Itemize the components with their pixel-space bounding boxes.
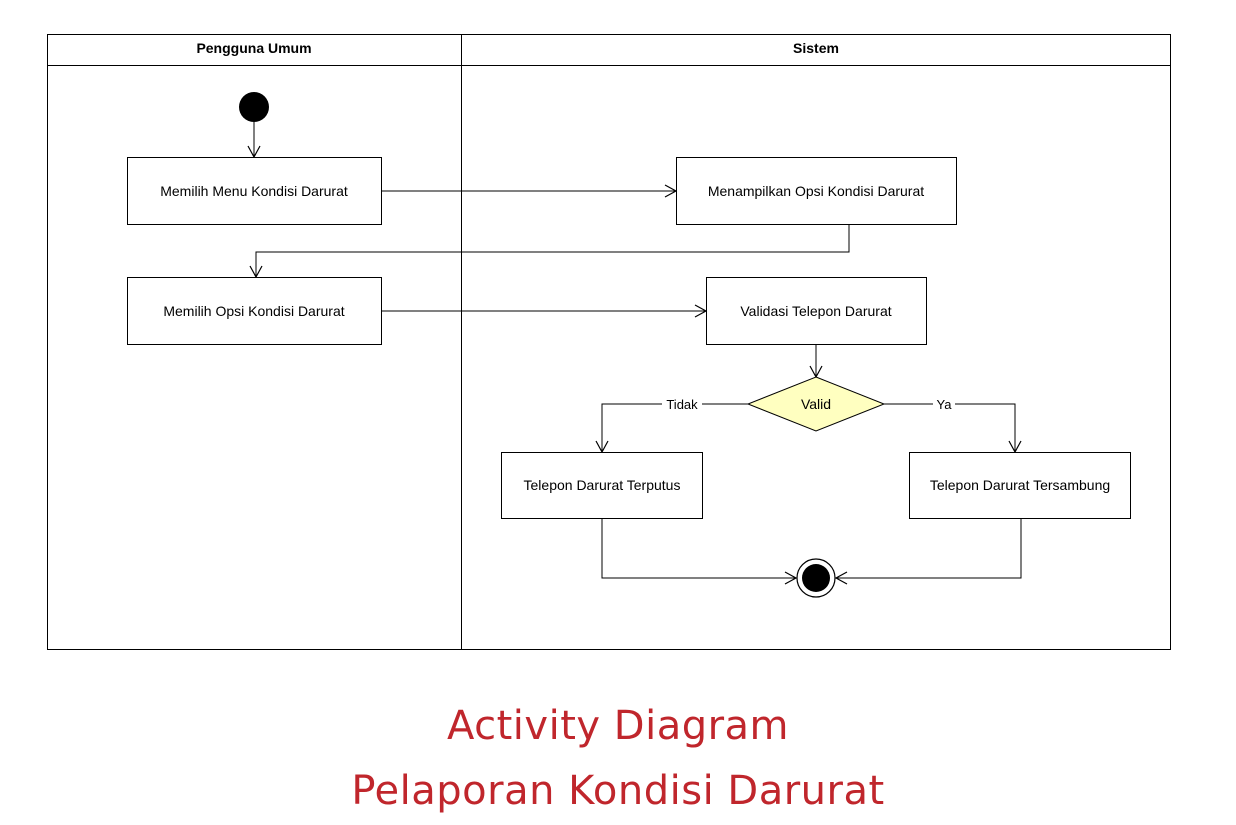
caption-subtitle: Pelaporan Kondisi Darurat [351,768,885,814]
action-terputus-label: Telepon Darurat Terputus [524,477,681,493]
initial-node [239,92,269,122]
action-menampilkan-opsi [676,157,957,225]
lane-title-sistem: Sistem [793,40,839,56]
decision-label: Valid [801,396,831,412]
edge-ya [884,403,1022,454]
edge-opsi-to-pilih [249,224,850,279]
edge-tersambung-to-end [834,518,1022,585]
action-terputus [501,452,703,519]
edge-ya-label: Ya [937,397,953,412]
action-validasi-label: Validasi Telepon Darurat [740,303,891,319]
decision-node [746,376,886,432]
edge-tidak-label-bg [662,397,702,412]
action-memilih-opsi-label: Memilih Opsi Kondisi Darurat [163,303,344,319]
action-validasi [706,277,927,345]
activity-diagram: Pengguna Umum Sistem Memilih Menu Kondis… [47,34,1171,650]
action-memilih-opsi [127,277,382,345]
action-tersambung [909,452,1131,519]
edge-terputus-to-end [601,518,798,585]
caption-title: Activity Diagram [446,703,790,749]
action-memilih-menu-label: Memilih Menu Kondisi Darurat [160,183,348,199]
action-tersambung-label: Telepon Darurat Tersambung [930,477,1110,493]
final-node [796,558,836,598]
lane-title-pengguna: Pengguna Umum [196,40,311,56]
action-menampilkan-opsi-label: Menampilkan Opsi Kondisi Darurat [708,183,924,199]
edge-tidak-label: Tidak [666,397,698,412]
action-memilih-menu [127,157,382,225]
edge-ya-label-bg [933,397,955,412]
